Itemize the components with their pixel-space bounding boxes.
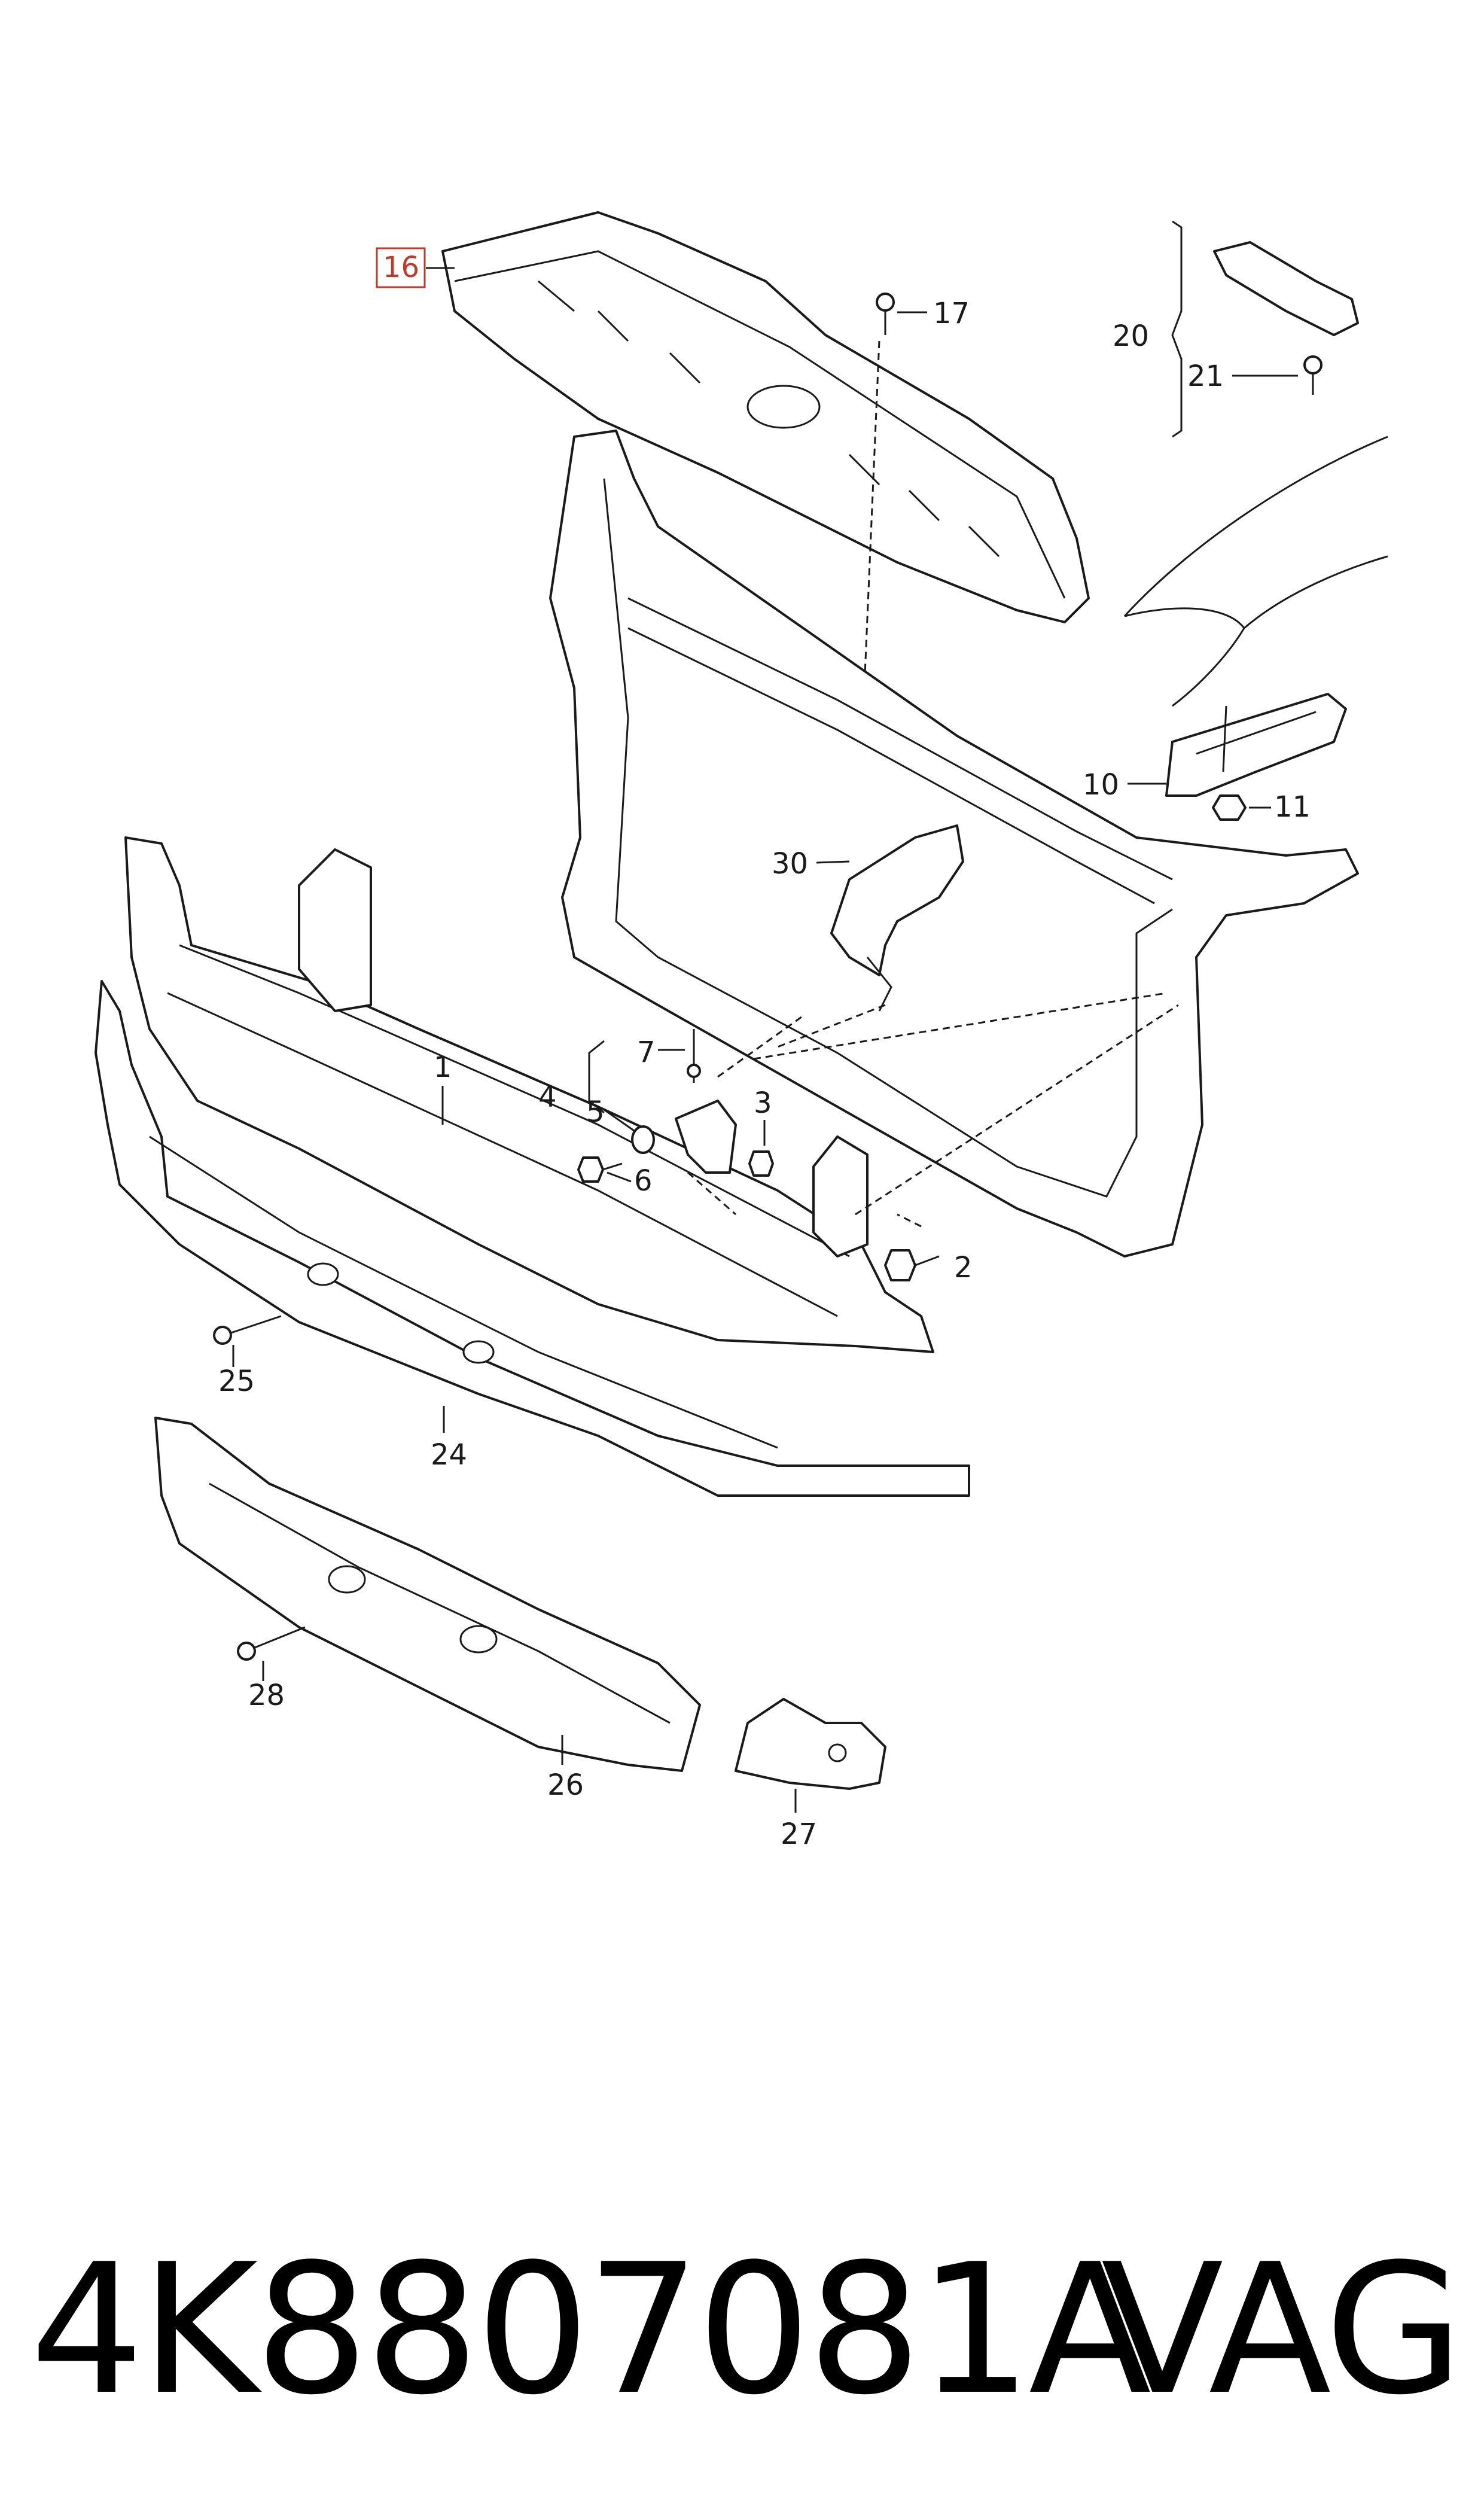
label-25: 25 (218, 1365, 255, 1398)
label-2: 2 (954, 1251, 973, 1284)
label-30: 30 (772, 847, 808, 881)
part-11-nut (1212, 794, 1247, 821)
parts-diagram: 16 17 20 21 10 11 30 (95, 211, 1388, 1851)
part-24-absorber (95, 980, 970, 1497)
part-28-screw (237, 1626, 306, 1661)
label-1: 1 (434, 1051, 452, 1084)
label-26: 26 (547, 1768, 584, 1802)
label-6: 6 (634, 1164, 653, 1198)
part-25-screw (213, 1315, 282, 1345)
part-16-cover (441, 211, 1090, 623)
part-26-absorber (154, 1417, 701, 1772)
part-6-bolt (577, 1156, 623, 1183)
label-7: 7 (637, 1036, 656, 1069)
label-16: 16 (383, 251, 419, 284)
label-3: 3 (754, 1086, 772, 1120)
label-4: 4 (538, 1080, 557, 1114)
part-17-clip (876, 293, 895, 335)
brand: VAG (1101, 2225, 1464, 2434)
part-10-bracket (1165, 693, 1347, 797)
label-24: 24 (431, 1438, 467, 1472)
label-17: 17 (933, 297, 970, 330)
label-5: 5 (586, 1095, 605, 1129)
part-30-latch (830, 824, 964, 1012)
part-20-bracket (1171, 220, 1359, 438)
label-27: 27 (781, 1817, 817, 1851)
part-2-bolt (884, 1249, 940, 1281)
part-7-bolt (687, 1029, 701, 1083)
part-number: 4K8807081A (30, 2225, 1151, 2434)
label-28: 28 (248, 1679, 285, 1712)
fender-outline (1123, 436, 1388, 707)
highlight-box (376, 247, 426, 288)
label-10: 10 (1083, 768, 1119, 802)
part-1-beam (124, 836, 934, 1353)
part-4-bracket (675, 1100, 737, 1174)
label-21: 21 (1187, 360, 1224, 393)
group-4-bracket (588, 1040, 605, 1114)
part-5-washer (631, 1125, 655, 1154)
part-21-screw (1303, 355, 1323, 395)
label-11: 11 (1274, 790, 1311, 824)
part-27-bracket (735, 1698, 886, 1790)
label-20: 20 (1113, 319, 1149, 353)
part-3-screw (748, 1150, 774, 1177)
footer: 4K8807081A VAG (0, 2225, 1484, 2477)
